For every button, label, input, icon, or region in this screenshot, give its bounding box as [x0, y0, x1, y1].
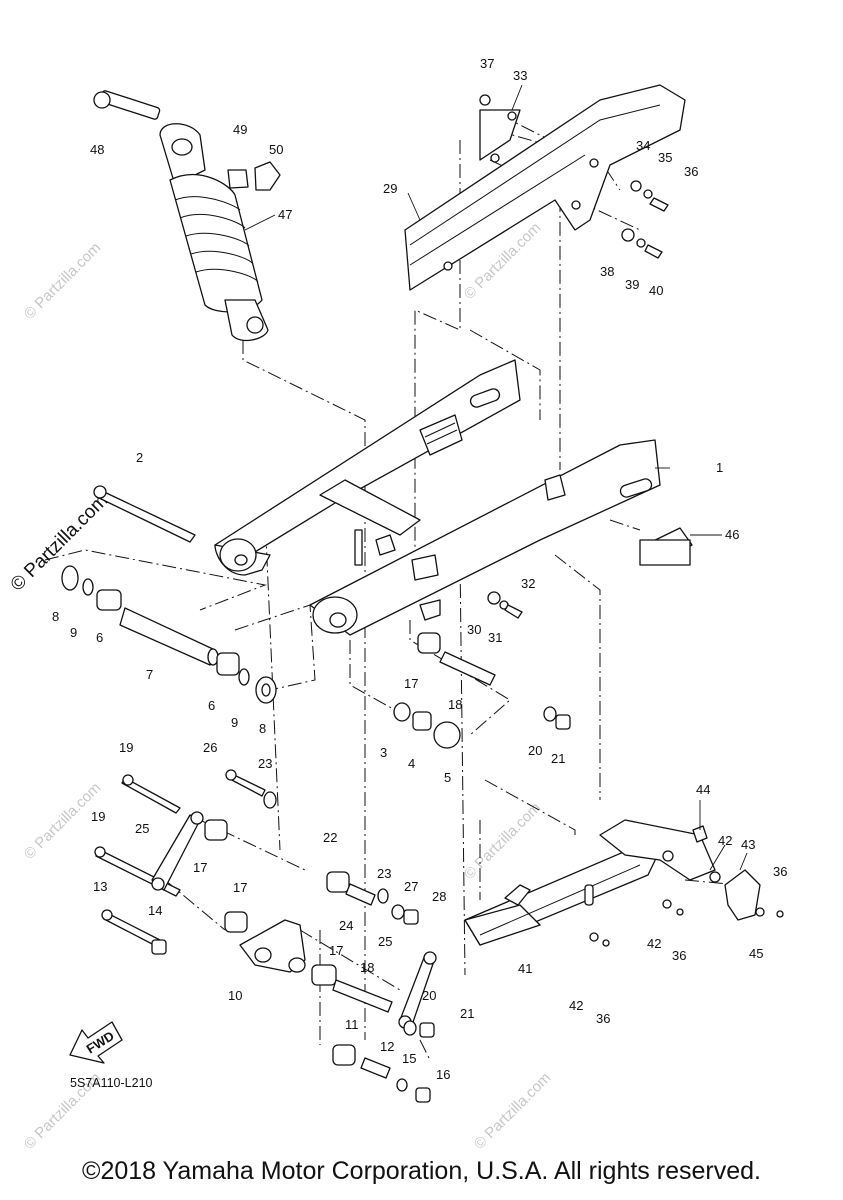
chain-guard-upper: [404, 84, 686, 291]
callout-42: 42: [569, 998, 583, 1013]
callout-36: 36: [672, 948, 686, 963]
callout-48: 48: [90, 142, 104, 157]
callout-13: 13: [93, 879, 107, 894]
callout-1: 1: [716, 460, 723, 475]
copyright-notice: ©2018 Yamaha Motor Corporation, U.S.A. A…: [82, 1157, 761, 1185]
callout-18: 18: [360, 960, 374, 975]
callout-19: 19: [91, 809, 105, 824]
watermark: © Partzilla.com: [471, 1069, 554, 1152]
callout-39: 39: [625, 277, 639, 292]
callout-17: 17: [193, 860, 207, 875]
callout-50: 50: [269, 142, 283, 157]
callout-6: 6: [96, 630, 103, 645]
callout-36: 36: [596, 1011, 610, 1026]
rear-shock-absorber: [93, 90, 281, 342]
callout-3: 3: [380, 745, 387, 760]
watermark: © Partzilla.com: [21, 239, 104, 322]
callout-28: 28: [432, 889, 446, 904]
callout-18: 18: [448, 697, 462, 712]
callout-21: 21: [551, 751, 565, 766]
callout-16: 16: [436, 1067, 450, 1082]
callout-27: 27: [404, 879, 418, 894]
callout-45: 45: [749, 946, 763, 961]
pivot-shaft: [61, 485, 277, 704]
callout-34: 34: [636, 138, 650, 153]
chain-guard-fasteners: [479, 94, 691, 566]
callout-15: 15: [402, 1051, 416, 1066]
callout-47: 47: [278, 207, 292, 222]
center-pivot-parts: [393, 591, 571, 749]
callout-9: 9: [70, 625, 77, 640]
callout-20: 20: [422, 988, 436, 1003]
rear-arm: [214, 359, 693, 636]
callout-19: 19: [119, 740, 133, 755]
callout-5: 5: [444, 770, 451, 785]
callout-42: 42: [718, 833, 732, 848]
callout-36: 36: [684, 164, 698, 179]
callout-17: 17: [404, 676, 418, 691]
callout-31: 31: [488, 630, 502, 645]
callout-20: 20: [528, 743, 542, 758]
callout-41: 41: [518, 961, 532, 976]
diagram-code: 5S7A110-L210: [70, 1076, 153, 1090]
callout-37: 37: [480, 56, 494, 71]
callout-6: 6: [208, 698, 215, 713]
callout-24: 24: [339, 918, 353, 933]
callout-12: 12: [380, 1039, 394, 1054]
callout-36: 36: [773, 864, 787, 879]
fwd-arrow: FWD: [69, 1021, 123, 1064]
chain-guard-lower: [464, 819, 784, 947]
callout-46: 46: [725, 527, 739, 542]
callout-49: 49: [233, 122, 247, 137]
callout-14: 14: [148, 903, 162, 918]
callout-23: 23: [377, 866, 391, 881]
callout-17: 17: [329, 943, 343, 958]
callout-11: 11: [345, 1017, 359, 1032]
callout-9: 9: [231, 715, 238, 730]
callout-8: 8: [52, 609, 59, 624]
callout-21: 21: [460, 1006, 474, 1021]
callout-10: 10: [228, 988, 242, 1003]
relay-arm-linkage: [94, 769, 437, 1103]
watermark: © Partzilla.com: [461, 799, 544, 882]
callout-30: 30: [467, 622, 481, 637]
callout-40: 40: [649, 283, 663, 298]
callout-8: 8: [259, 721, 266, 736]
callout-17: 17: [233, 880, 247, 895]
callout-33: 33: [513, 68, 527, 83]
callout-26: 26: [203, 740, 217, 755]
callout-29: 29: [383, 181, 397, 196]
callout-7: 7: [146, 667, 153, 682]
callout-23: 23: [258, 756, 272, 771]
callout-42: 42: [647, 936, 661, 951]
callout-43: 43: [741, 837, 755, 852]
leader-lines: [244, 84, 748, 871]
watermark-main: © Partzilla.com: [7, 490, 112, 595]
callout-4: 4: [408, 756, 415, 771]
callout-2: 2: [136, 450, 143, 465]
callout-44: 44: [696, 782, 710, 797]
callout-22: 22: [323, 830, 337, 845]
callout-25: 25: [135, 821, 149, 836]
callout-35: 35: [658, 150, 672, 165]
callout-32: 32: [521, 576, 535, 591]
callout-numbers: 1 2 3 4 5 6 6 7 8 8 9 9 10 11 12 13 14 1…: [52, 56, 787, 1082]
callout-25: 25: [378, 934, 392, 949]
callout-38: 38: [600, 264, 614, 279]
